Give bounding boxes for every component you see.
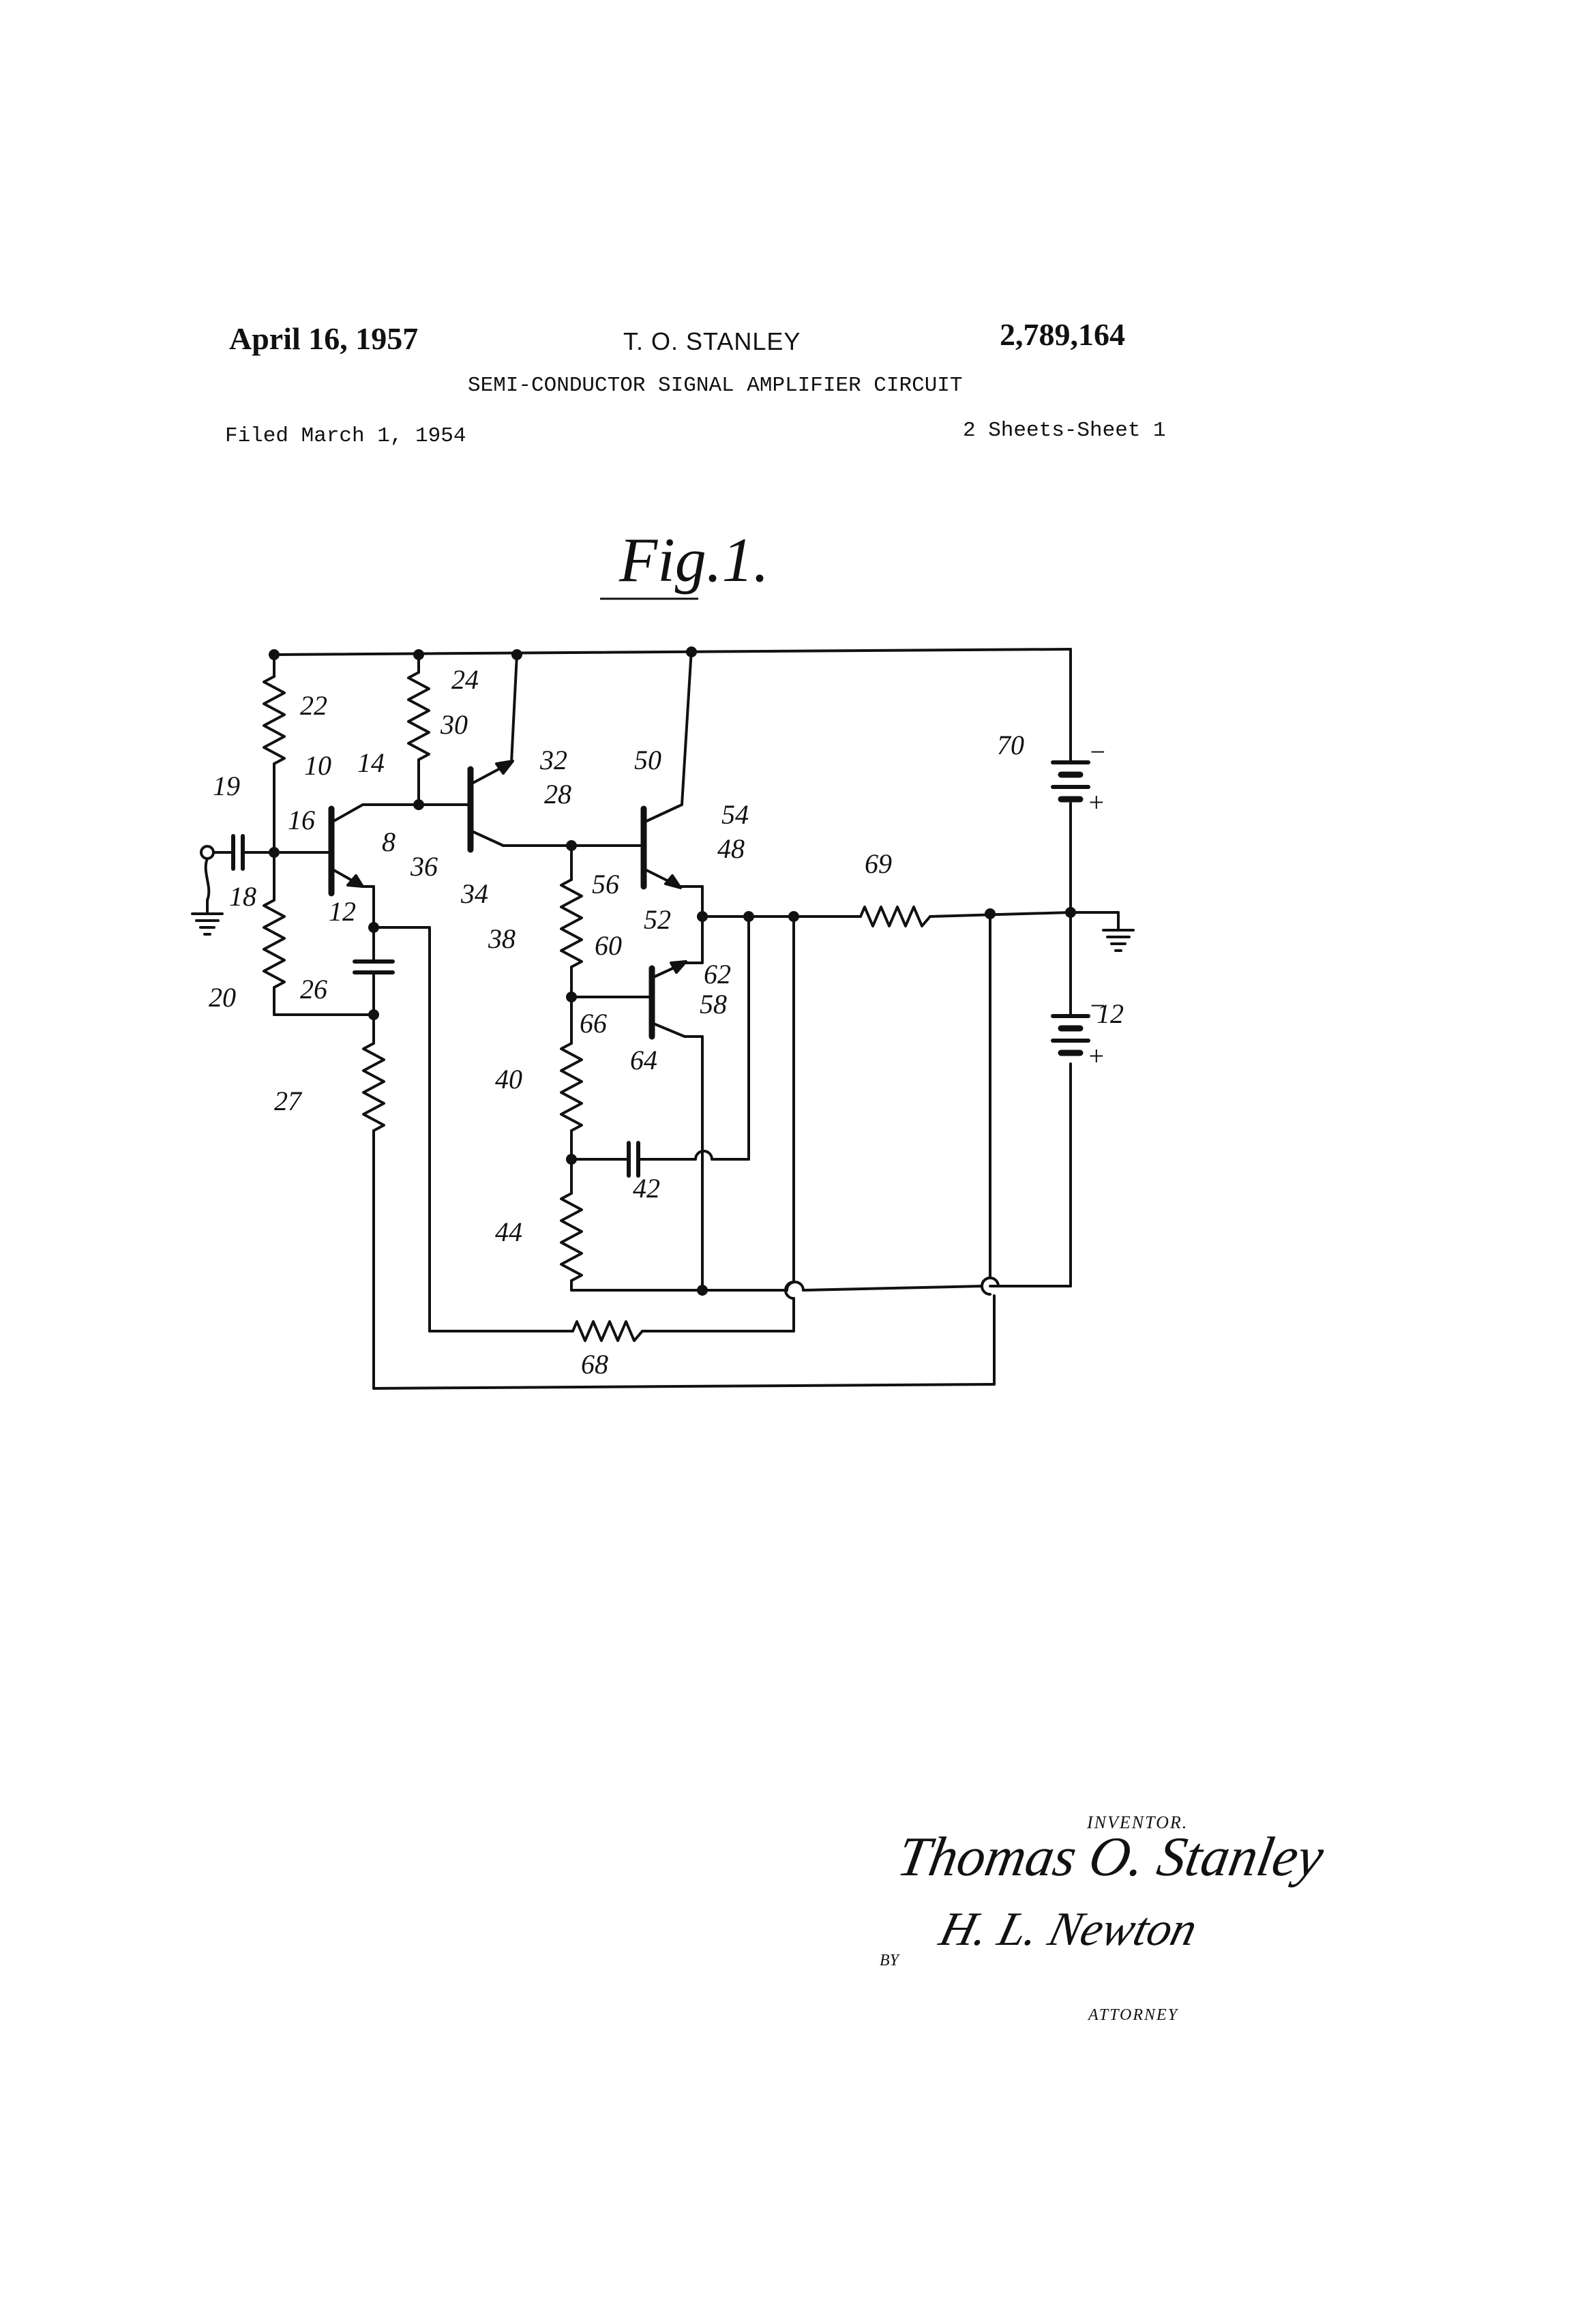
ref-24: 24 [451, 664, 479, 695]
ref-20: 20 [209, 982, 236, 1013]
ref-48: 48 [717, 833, 745, 864]
ref-10: 10 [304, 750, 331, 781]
resistor-22 [263, 675, 286, 765]
patent-number: 2,789,164 [1000, 317, 1125, 352]
ref-52: 52 [644, 904, 671, 935]
inventor-signature: Thomas O. Stanley [893, 1826, 1328, 1888]
ref-27: 27 [274, 1086, 303, 1116]
ref-54: 54 [721, 799, 749, 830]
inventor-name-header: T. O. STANLEY [623, 327, 801, 355]
sheet-count: 2 Sheets-Sheet 1 [963, 419, 1166, 443]
ref-19: 19 [213, 771, 240, 801]
ref-44: 44 [495, 1217, 522, 1247]
resistor-44 [560, 1192, 583, 1282]
ref-56: 56 [592, 869, 619, 899]
ref-38: 38 [488, 923, 516, 954]
battery-70-minus: − [1088, 736, 1107, 767]
ref-64: 64 [630, 1045, 657, 1075]
resistor-20 [263, 899, 286, 989]
ref-30: 30 [440, 709, 468, 740]
ref-16: 16 [288, 805, 315, 835]
resistor-24 [407, 671, 430, 761]
figure-label: Fig.1. [618, 525, 769, 595]
ref-58: 58 [700, 989, 727, 1019]
junction-dots [269, 646, 1076, 1296]
resistor-38 [560, 878, 583, 968]
attorney-signature: H. L. Newton [934, 1903, 1203, 1956]
battery-72-plus: + [1087, 1041, 1105, 1071]
ref-12a: 12 [329, 896, 356, 927]
patent-date: April 16, 1957 [229, 321, 419, 356]
ref-18: 18 [229, 881, 256, 912]
filed-date: Filed March 1, 1954 [225, 424, 466, 448]
attorney-label: ATTORNEY [1088, 2006, 1179, 2024]
battery-70-plus: + [1087, 787, 1105, 818]
inventor-label: INVENTOR. [1087, 1813, 1189, 1832]
resistor-27 [362, 1042, 385, 1132]
ref-70: 70 [997, 730, 1024, 760]
ref-62: 62 [704, 959, 731, 989]
ref-68: 68 [581, 1349, 608, 1380]
ref-32: 32 [539, 745, 567, 775]
ref-60: 60 [595, 930, 622, 961]
ref-26: 26 [300, 974, 327, 1004]
ref-12b: 12 [1096, 998, 1124, 1029]
patent-title: SEMI-CONDUCTOR SIGNAL AMPLIFIER CIRCUIT [468, 374, 963, 398]
ref-22: 22 [300, 690, 327, 721]
ref-40: 40 [495, 1064, 522, 1094]
ref-42: 42 [633, 1173, 660, 1204]
ref-69: 69 [865, 848, 892, 879]
ref-36: 36 [410, 851, 438, 882]
battery-72-minus: − [1088, 990, 1107, 1021]
ref-8: 8 [382, 826, 395, 857]
resistor-69 [859, 906, 931, 927]
ref-50: 50 [634, 745, 661, 775]
ref-66: 66 [580, 1008, 607, 1039]
resistor-68 [571, 1320, 644, 1342]
ref-14: 14 [357, 747, 385, 778]
by-label: BY [880, 1952, 899, 1969]
input-terminal [200, 845, 215, 860]
ref-34: 34 [460, 878, 488, 909]
ref-28: 28 [544, 779, 571, 809]
resistor-40 [560, 1042, 583, 1132]
